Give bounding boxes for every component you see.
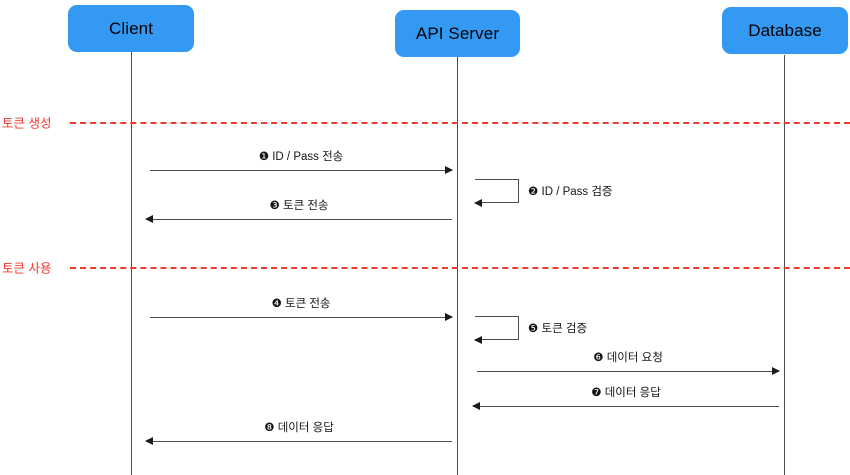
message-arrow-token-send-up[interactable]: ❹ 토큰 전송: [150, 298, 453, 321]
actor-label-client: Client: [108, 18, 154, 38]
actor-box-database[interactable]: Database: [722, 7, 848, 54]
self-call-id-pass-verify[interactable]: ❷ ID / Pass 검증: [474, 179, 613, 207]
message-arrow-id-pass-send[interactable]: ❶ ID / Pass 전송: [150, 151, 453, 174]
self-call-token-verify[interactable]: ❺ 토큰 검증: [474, 316, 587, 344]
self-call-label-token-verify: ❺ 토큰 검증: [528, 323, 588, 335]
arrowhead-left-icon: [474, 336, 482, 344]
message-arrow-data-request[interactable]: ❻ 데이터 요청: [477, 352, 780, 375]
arrowhead-left-icon: [474, 199, 482, 207]
actor-box-client[interactable]: Client: [68, 5, 194, 52]
message-line: [150, 170, 452, 171]
self-call-right-line: [518, 316, 519, 340]
self-call-right-line: [518, 179, 519, 203]
self-call-top-line: [475, 316, 519, 317]
message-arrow-token-send-down[interactable]: ❸ 토큰 전송: [145, 200, 452, 223]
message-line: [150, 317, 452, 318]
self-call-top-line: [475, 179, 519, 180]
self-call-bottom-line: [475, 339, 519, 340]
arrowhead-right-icon: [445, 166, 453, 174]
message-line: [473, 406, 779, 407]
arrowhead-right-icon: [772, 367, 780, 375]
divider-token-create: [70, 122, 850, 124]
arrowhead-right-icon: [445, 313, 453, 321]
message-line: [477, 371, 779, 372]
actor-label-database: Database: [748, 20, 822, 40]
actor-label-api-server: API Server: [415, 23, 500, 43]
actor-box-api-server[interactable]: API Server: [395, 10, 520, 57]
message-label-token-send-up: ❹ 토큰 전송: [271, 298, 331, 310]
self-call-label-id-pass-verify: ❷ ID / Pass 검증: [528, 186, 613, 198]
lifeline-database: [784, 55, 785, 475]
divider-token-use: [70, 267, 850, 269]
message-label-id-pass-send: ❶ ID / Pass 전송: [258, 151, 344, 163]
arrowhead-left-icon: [472, 402, 480, 410]
message-line: [146, 219, 452, 220]
message-label-data-request: ❻ 데이터 요청: [593, 352, 663, 364]
divider-label-token-use: 토큰 사용: [2, 261, 52, 276]
message-line: [146, 441, 452, 442]
message-label-data-response-client: ❽ 데이터 응답: [264, 422, 334, 434]
message-arrow-data-response-client[interactable]: ❽ 데이터 응답: [145, 422, 452, 445]
divider-label-token-create: 토큰 생성: [2, 116, 52, 131]
message-arrow-data-response-db[interactable]: ❼ 데이터 응답: [472, 387, 779, 410]
message-label-token-send-down: ❸ 토큰 전송: [269, 200, 329, 212]
arrowhead-left-icon: [145, 437, 153, 445]
lifeline-client: [131, 52, 132, 475]
lifeline-api-server: [457, 57, 458, 475]
self-call-bottom-line: [475, 202, 519, 203]
arrowhead-left-icon: [145, 215, 153, 223]
message-label-data-response-db: ❼ 데이터 응답: [591, 387, 661, 399]
